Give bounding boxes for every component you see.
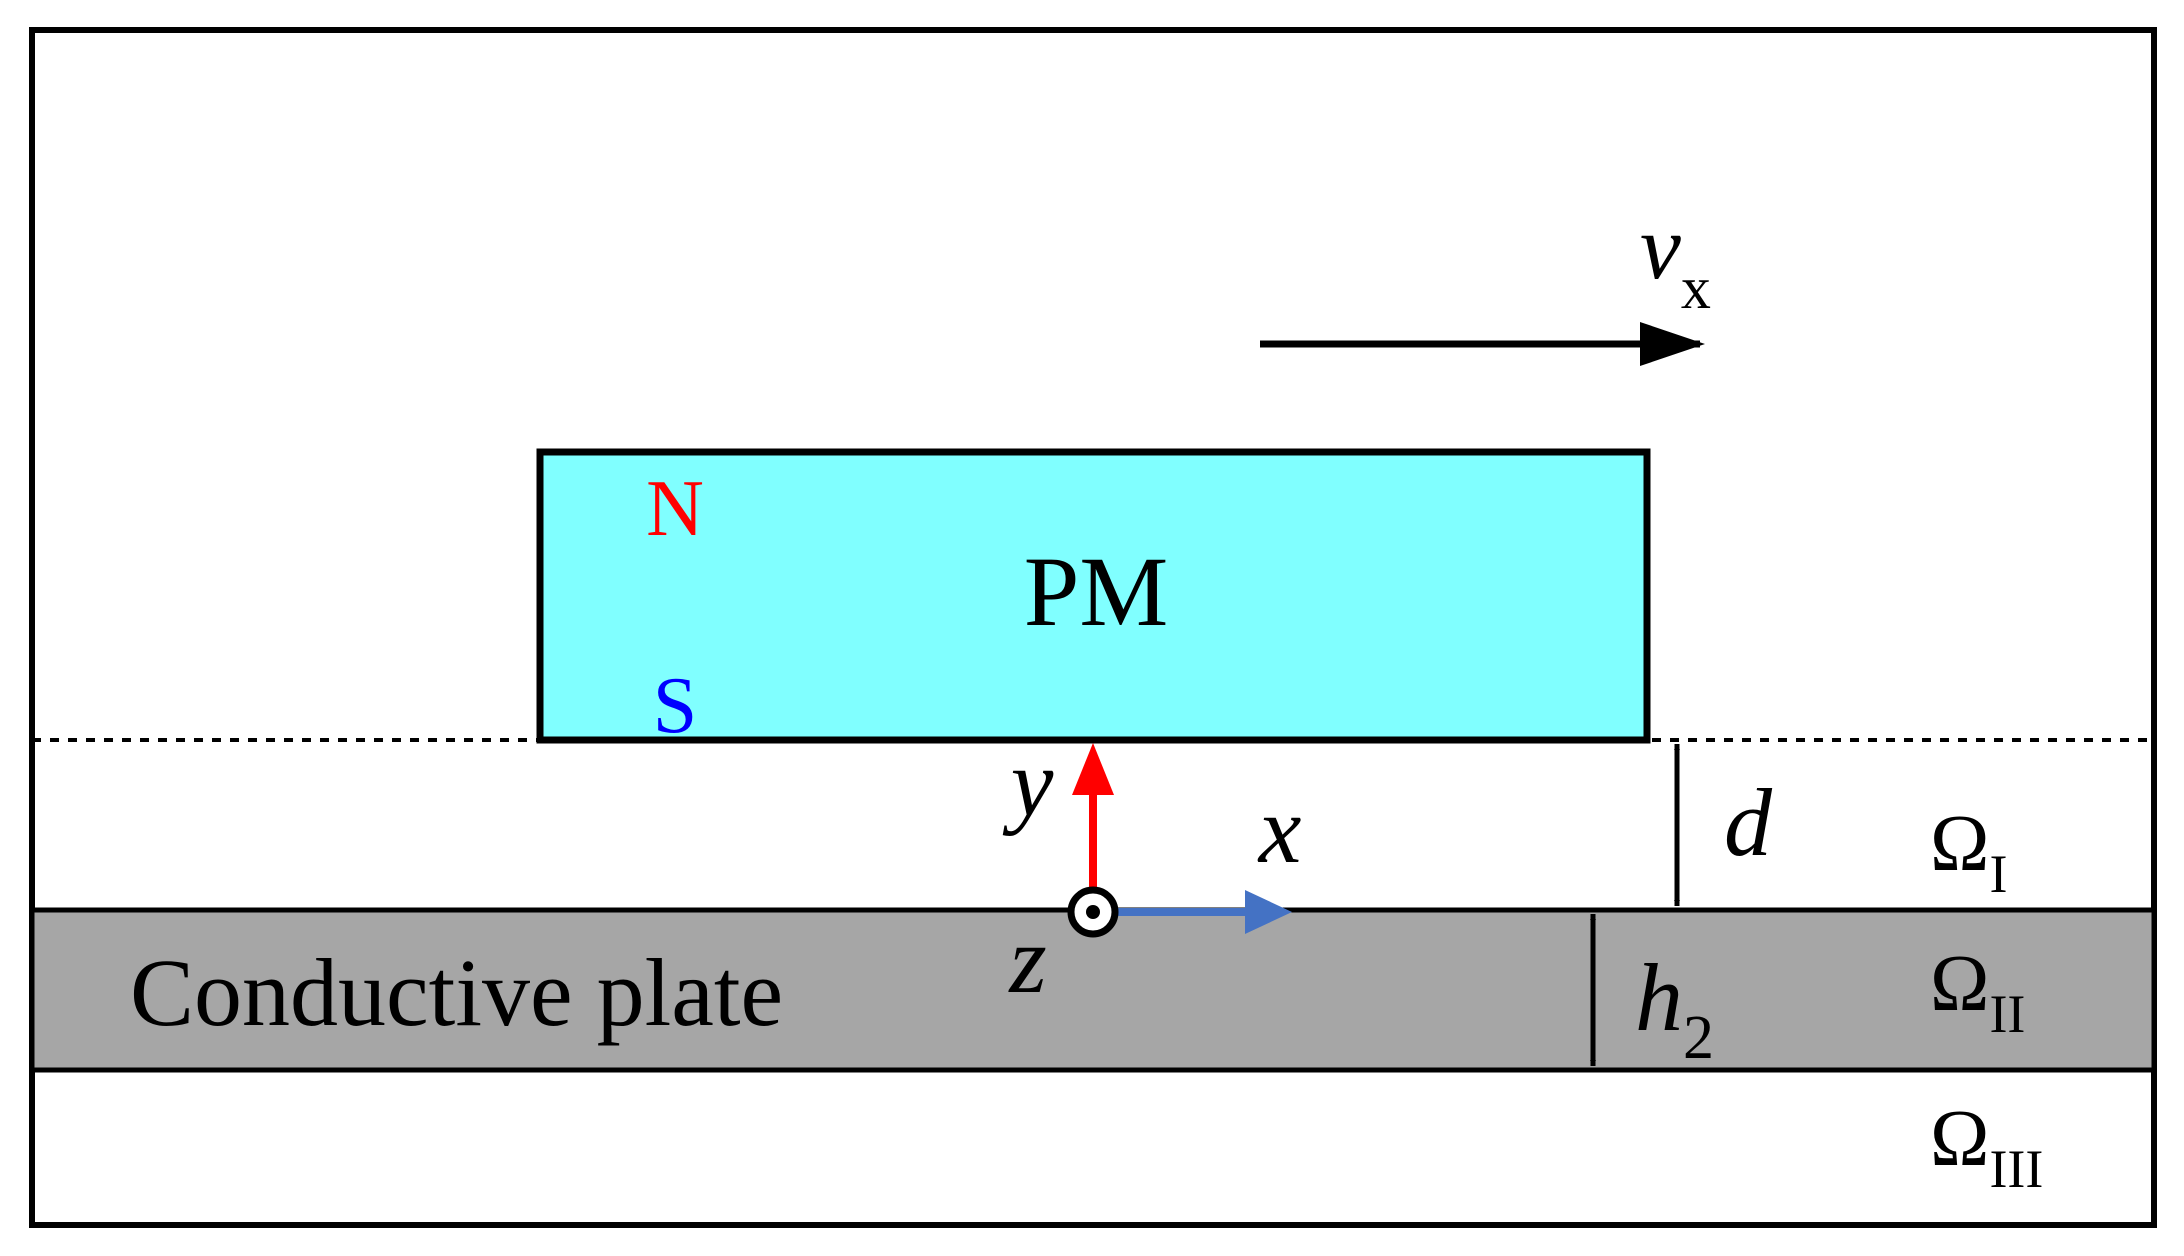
x-axis-label: x — [1257, 776, 1302, 883]
north-pole-label: N — [646, 465, 704, 553]
z-axis-dot — [1086, 905, 1100, 919]
region-3-label: ΩIII — [1930, 1095, 2043, 1199]
y-axis-arrowhead — [1072, 743, 1114, 795]
gap-label: d — [1724, 769, 1773, 876]
thickness-subscript: 2 — [1683, 1004, 1714, 1072]
region-1-subscript: I — [1989, 844, 2007, 904]
velocity-arrowhead — [1640, 322, 1705, 366]
region-2-subscript: II — [1989, 984, 2025, 1044]
magnet-label: PM — [1024, 536, 1169, 647]
south-pole-label: S — [653, 662, 698, 750]
region-2-label: ΩII — [1930, 940, 2025, 1044]
permanent-magnet — [536, 448, 1651, 744]
region-1-omega: Ω — [1930, 800, 1989, 888]
thickness-label: h2 — [1635, 944, 1714, 1072]
region-2-omega: Ω — [1930, 940, 1989, 1028]
z-axis-label: z — [1007, 906, 1046, 1013]
region-3-omega: Ω — [1930, 1095, 1989, 1183]
thickness-symbol: h — [1635, 944, 1683, 1051]
velocity-subscript: x — [1681, 255, 1711, 321]
conductive-plate-label: Conductive plate — [130, 939, 783, 1046]
velocity-symbol: v — [1640, 196, 1681, 298]
x-axis-arrowhead — [1245, 890, 1292, 934]
velocity-label: vx — [1640, 196, 1711, 321]
region-1-label: ΩI — [1930, 800, 2007, 904]
region-3-subscript: III — [1989, 1139, 2043, 1199]
y-axis-label: y — [1002, 729, 1054, 836]
